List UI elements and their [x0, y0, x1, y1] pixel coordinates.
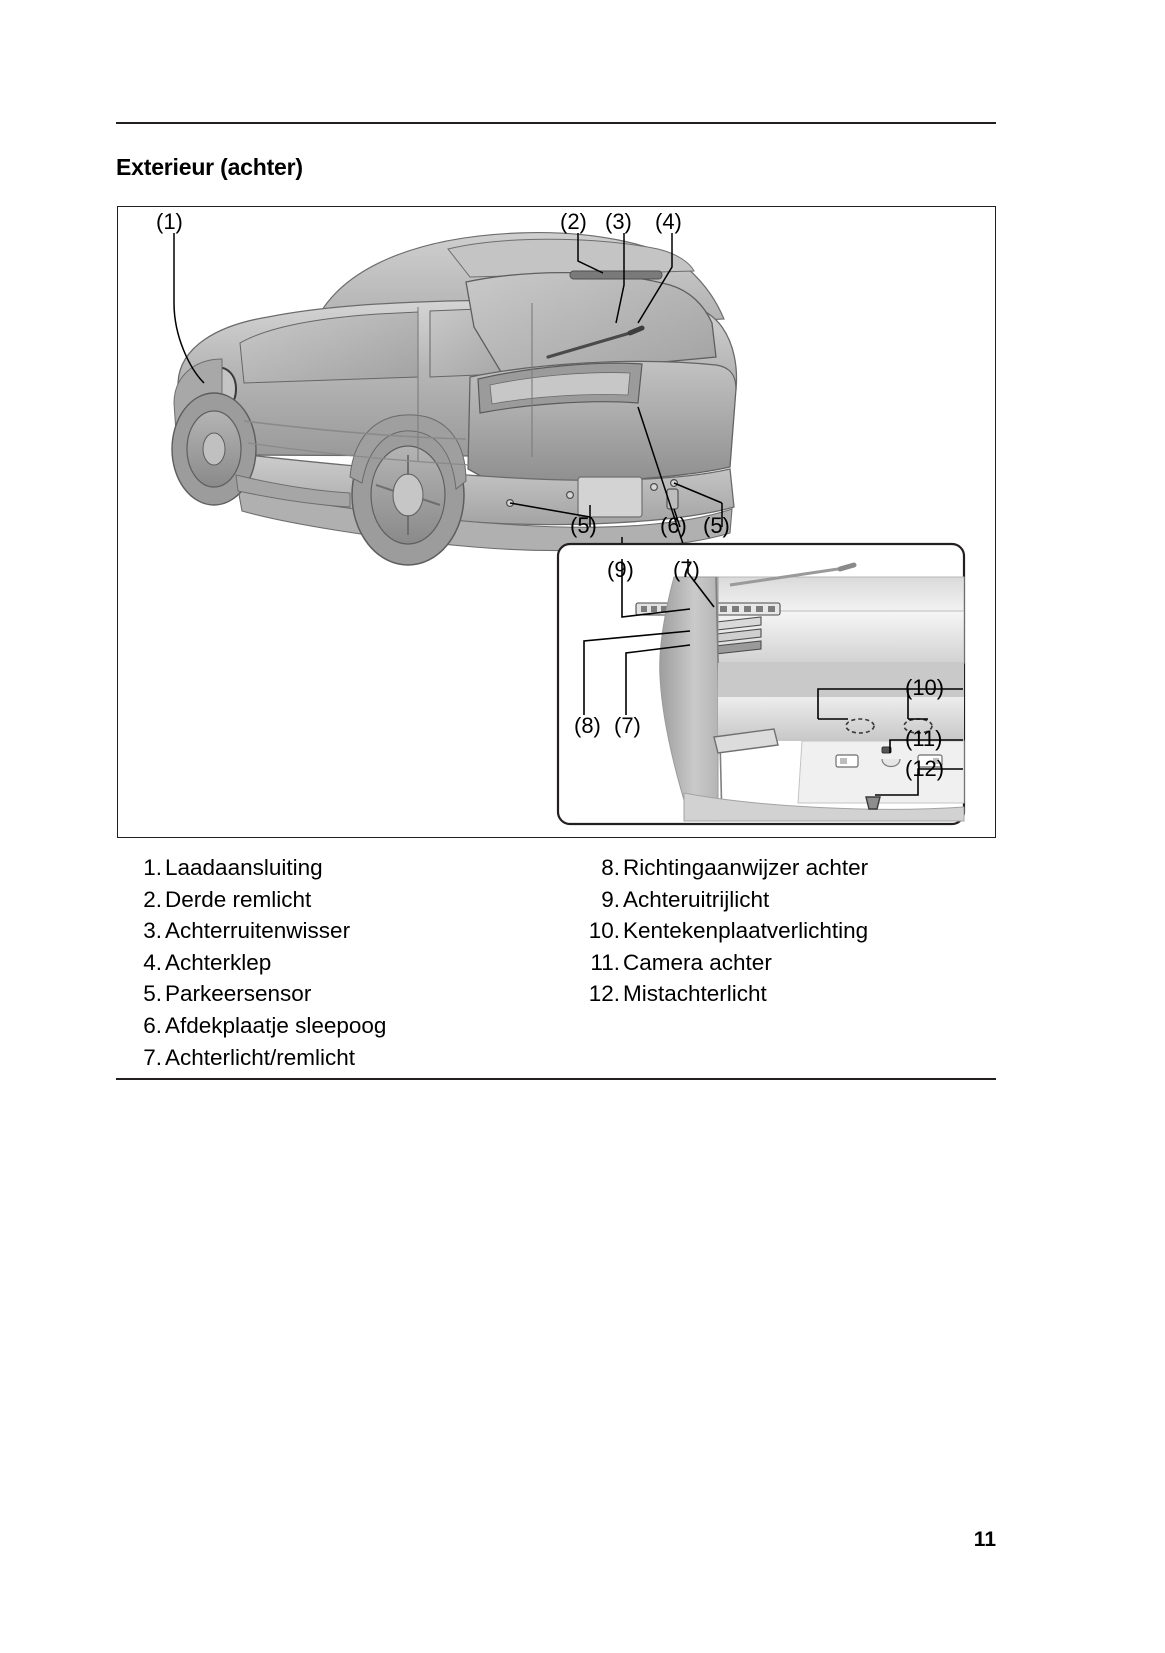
list-item-number: 11.	[590, 949, 620, 975]
figure-exterior-rear: (1) (2) (3) (4) (5) (6) (5) (9) (7) (8) …	[117, 206, 996, 838]
list-item-label: Achteruitrijlicht	[623, 886, 770, 912]
figure-illustration	[171, 232, 966, 826]
list-item: 10. Kentekenplaatverlichting	[586, 915, 1006, 947]
callout-11: (11)	[905, 726, 943, 751]
list-item-number: 2.	[143, 886, 162, 912]
callout-9: (9)	[607, 557, 634, 582]
header-rule	[116, 122, 996, 124]
callout-7-upper: (7)	[673, 557, 700, 582]
list-item: 9. Achteruitrijlicht	[586, 884, 1006, 916]
list-item-number: 4.	[143, 949, 162, 975]
page-number: 11	[973, 1528, 996, 1551]
list-item-number: 1.	[143, 855, 162, 880]
list-item-number: 12.	[588, 981, 620, 1007]
list-item-number: 6.	[143, 1012, 162, 1038]
callout-10: (10)	[905, 675, 945, 700]
list-item: 8. Richtingaanwijzer achter	[586, 852, 1006, 884]
callout-8: (8)	[574, 713, 601, 738]
list-item-label: Achterlicht/remlicht	[165, 1044, 356, 1070]
list-item: 11. Camera achter	[586, 947, 1006, 979]
callout-2: (2)	[560, 209, 587, 234]
list-item-number: 3.	[143, 918, 162, 944]
list-item: 6. Afdekplaatje sleepoog	[128, 1010, 558, 1042]
list-item-number: 9.	[601, 886, 620, 912]
list-item: 7. Achterlicht/remlicht	[128, 1042, 558, 1074]
parts-list-right-column: 8. Richtingaanwijzer achter 9. Achteruit…	[586, 852, 1006, 1010]
list-item-label: Achterruitenwisser	[165, 918, 351, 944]
list-item-number: 7.	[143, 1044, 162, 1070]
callout-12: (12)	[905, 756, 945, 781]
list-item-label: Kentekenplaatverlichting	[623, 918, 869, 944]
list-item-label: Parkeersensor	[165, 981, 312, 1007]
callout-5-right: (5)	[703, 513, 730, 538]
list-item-number: 8.	[601, 855, 620, 880]
page-title: Exterieur (achter)	[116, 154, 303, 181]
list-item: 1. Laadaansluiting	[128, 852, 558, 884]
list-item-label: Richtingaanwijzer achter	[623, 855, 869, 880]
callout-7-lower: (7)	[614, 713, 641, 738]
list-item-label: Derde remlicht	[165, 886, 312, 912]
callout-6: (6)	[660, 513, 687, 538]
callout-1: (1)	[156, 209, 183, 234]
list-item-label: Mistachterlicht	[623, 981, 767, 1007]
list-item: 3. Achterruitenwisser	[128, 915, 558, 947]
callout-3: (3)	[605, 209, 632, 234]
list-item-label: Camera achter	[623, 949, 772, 975]
list-item: 12. Mistachterlicht	[586, 978, 1006, 1010]
list-item-label: Achterklep	[165, 949, 272, 975]
list-item-label: Laadaansluiting	[165, 855, 323, 880]
list-item-number: 10.	[588, 918, 620, 944]
list-item: 4. Achterklep	[128, 947, 558, 979]
list-item: 2. Derde remlicht	[128, 884, 558, 916]
callout-4: (4)	[655, 209, 682, 234]
footer-rule	[116, 1078, 996, 1080]
list-item: 5. Parkeersensor	[128, 978, 558, 1010]
list-item-label: Afdekplaatje sleepoog	[165, 1012, 387, 1038]
callout-5-left: (5)	[570, 513, 597, 538]
parts-list-left-column: 1. Laadaansluiting 2. Derde remlicht 3. …	[128, 852, 558, 1073]
list-item-number: 5.	[143, 981, 162, 1007]
